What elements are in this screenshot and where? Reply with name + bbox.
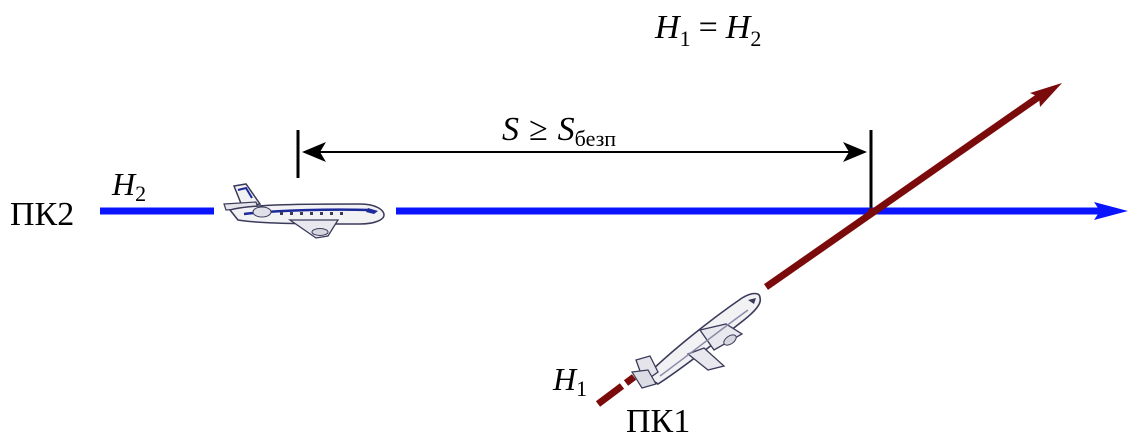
pk2-altitude-label: H2 <box>111 166 146 206</box>
pk2-route-arrowhead <box>1094 202 1128 220</box>
separation-dimension: S≥Sбезп <box>296 111 873 210</box>
pk1-route-segment-upper <box>763 93 1043 290</box>
dimension-arrow-left <box>302 142 326 162</box>
dimension-arrow-right <box>843 142 867 162</box>
pk2-label: ПК2 <box>10 196 74 233</box>
separation-label: S≥Sбезп <box>502 111 616 151</box>
pk2-aircraft-icon <box>223 183 385 239</box>
altitude-equation: H1=H2 <box>654 9 761 51</box>
pk1-label: ПК1 <box>626 403 690 439</box>
pk1-altitude-label: H1 <box>552 361 587 401</box>
pk1-aircraft-icon <box>630 292 762 389</box>
pk1-route <box>595 83 1062 407</box>
route-intersection <box>868 208 874 214</box>
pk1-route-dash <box>623 374 637 386</box>
pk2-route <box>100 202 1128 220</box>
pk1-route-segment-lower <box>595 383 625 407</box>
pk1-route-arrowhead <box>1030 83 1062 107</box>
